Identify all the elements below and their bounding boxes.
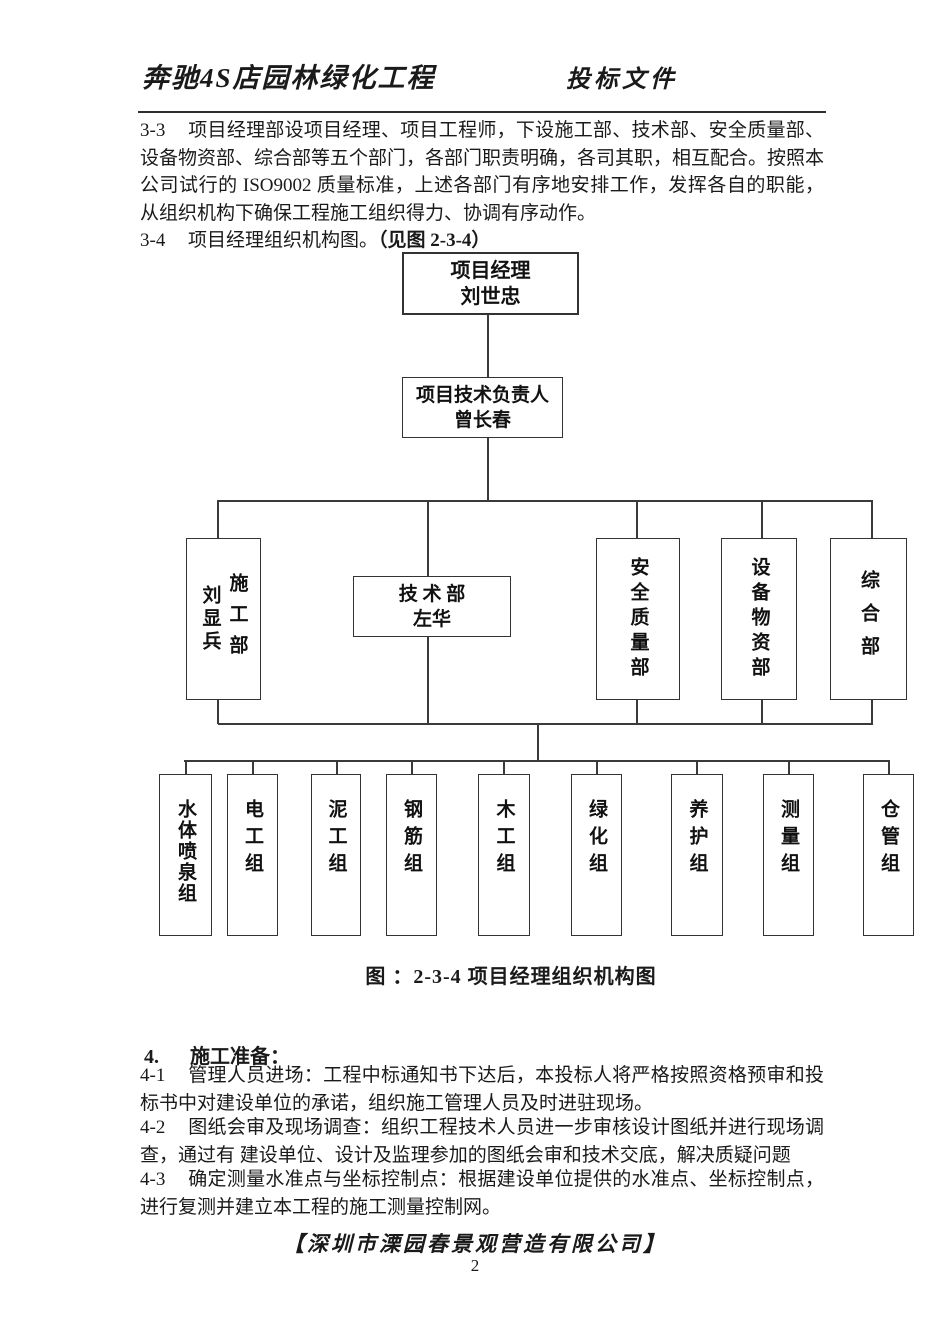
connector-line: [636, 500, 638, 538]
org-box-title: 测量组: [778, 799, 799, 880]
org-box-person: 刘世忠: [460, 285, 521, 308]
header-rule: [138, 111, 826, 113]
connector-line: [427, 500, 429, 576]
org-box-title: 综合部: [858, 569, 879, 669]
org-box-greening-group: 绿化组: [571, 774, 622, 936]
connector-line: [871, 700, 873, 724]
section-number: 4.: [144, 1046, 159, 1068]
org-box-rebar-group: 钢筋组: [386, 774, 437, 936]
connector-line: [788, 760, 790, 775]
connector-line: [487, 438, 489, 501]
header-doc-type: 投标文件: [566, 67, 678, 93]
org-box-project-manager: 项目经理 刘世忠: [402, 252, 579, 315]
connector-line: [184, 760, 890, 762]
paragraph-number: 4-1: [140, 1065, 166, 1086]
connector-line: [636, 700, 638, 724]
org-box-person: 左华: [412, 608, 451, 630]
section-title: 施工准备：: [190, 1046, 290, 1068]
org-box-survey-group: 测量组: [763, 774, 814, 936]
header-project-title: 奔驰4S店园林绿化工程: [142, 63, 436, 93]
paragraph-number: 3-3: [140, 120, 166, 141]
connector-line: [218, 723, 873, 725]
org-box-title: 电工组: [242, 799, 263, 880]
figure-caption: 图 ：2-3-4 项目经理组织机构图: [365, 966, 657, 988]
connector-line: [871, 500, 873, 538]
connector-line: [217, 700, 219, 724]
org-box-title: 项目技术负责人: [415, 384, 549, 406]
connector-line: [888, 760, 890, 775]
footer-company-name: 【深圳市溧园春景观营造有限公司】: [283, 1232, 667, 1256]
connector-line: [336, 760, 338, 775]
org-box-equipment-material-dept: 设备物资部: [721, 538, 797, 700]
org-box-construction-dept: 刘显兵 施工部: [186, 538, 261, 700]
connector-line: [503, 760, 505, 775]
org-box-title: 仓管组: [878, 799, 899, 880]
org-box-person: 曾长春: [453, 409, 511, 431]
section-4-heading: 4. 施工准备：: [144, 1040, 290, 1069]
connector-line: [696, 760, 698, 775]
org-box-title: 安全质量部: [627, 556, 649, 682]
org-box-title: 设备物资部: [748, 556, 770, 682]
paragraph-text: 确定测量水准点与坐标控制点：根据建设单位提供的水准点、坐标控制点，进行复测并建立…: [140, 1169, 824, 1218]
org-box-title: 钢筋组: [401, 799, 422, 880]
org-box-title: 施工部: [226, 572, 248, 666]
org-box-technology-dept: 技 术 部 左华: [353, 576, 511, 637]
connector-line: [761, 700, 763, 724]
page-number: 2: [470, 1256, 480, 1275]
connector-line: [217, 500, 219, 538]
org-box-title: 项目经理: [450, 259, 531, 282]
org-box-mason-group: 泥工组: [311, 774, 361, 936]
paragraph-3-4: 3-4 项目经理组织机构图。（见图 2-3-4）: [140, 227, 824, 255]
figure-reference: （见图 2-3-4）: [378, 230, 491, 251]
connector-line: [596, 760, 598, 775]
org-box-warehouse-group: 仓管组: [863, 774, 914, 936]
org-box-fountain-group: 水体喷泉组: [159, 774, 212, 936]
paragraph-number: 4-3: [140, 1169, 166, 1190]
org-box-maintenance-group: 养护组: [671, 774, 723, 936]
org-box-title: 泥工组: [325, 799, 347, 880]
org-box-carpenter-group: 木工组: [478, 774, 530, 936]
org-box-person: 刘显兵: [199, 584, 221, 654]
org-box-title: 技 术 部: [398, 583, 466, 605]
org-box-title: 水体喷泉组: [175, 799, 196, 904]
org-box-technical-lead: 项目技术负责人 曾长春: [402, 377, 563, 438]
paragraph-text: 管理人员进场：工程中标通知书下达后，本投标人将严格按照资格预审和投标书中对建设单…: [140, 1065, 824, 1114]
connector-line: [427, 637, 429, 724]
paragraph-number: 3-4: [140, 230, 166, 251]
connector-line: [218, 500, 873, 502]
paragraph-text: 图纸会审及现场调查：组织工程技术人员进一步审核设计图纸并进行现场调查，通过有 建…: [140, 1117, 824, 1166]
paragraph-number: 4-2: [140, 1117, 166, 1138]
connector-line: [252, 760, 254, 775]
connector-line: [185, 760, 187, 775]
paragraph-text: 项目经理部设项目经理、项目工程师，下设施工部、技术部、安全质量部、设备物资部、综…: [140, 120, 825, 224]
connector-line: [487, 315, 489, 377]
org-box-safety-quality-dept: 安全质量部: [596, 538, 680, 700]
connector-line: [537, 723, 539, 761]
connector-line: [411, 760, 413, 775]
org-box-title: 木工组: [493, 799, 515, 880]
paragraph-text: 项目经理组织机构图。: [188, 230, 379, 251]
connector-line: [761, 500, 763, 538]
org-box-title: 养护组: [686, 799, 708, 880]
org-box-electrician-group: 电工组: [227, 774, 278, 936]
org-box-title: 绿化组: [586, 799, 607, 880]
org-box-general-affairs-dept: 综合部: [830, 538, 907, 700]
